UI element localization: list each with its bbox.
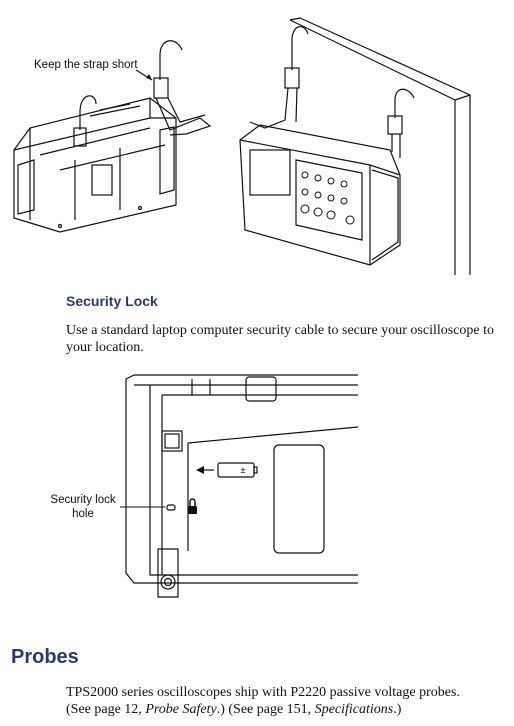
strap-callout: Keep the strap short	[34, 59, 138, 71]
lock-hole-callout: Security lock hole	[50, 494, 116, 520]
probe-safety-ref: Probe Safety	[145, 702, 217, 717]
oscilloscope-back-view	[13, 97, 177, 233]
probes-line2-pre: (See page 12,	[66, 702, 146, 717]
security-lock-heading: Security Lock	[66, 293, 158, 309]
strap-illustration	[13, 17, 471, 275]
security-lock-paragraph: Use a standard laptop computer security …	[66, 323, 495, 355]
padlock-icon	[188, 498, 197, 514]
specifications-ref: Specifications	[314, 702, 394, 717]
probes-line1: TPS2000 series oscilloscopes ship with P…	[66, 685, 460, 700]
probes-paragraph: TPS2000 series oscilloscopes ship with P…	[66, 684, 506, 718]
probes-line2-mid: .) (See page 151,	[216, 702, 315, 717]
probes-heading: Probes	[11, 646, 79, 668]
oscilloscope-front-view	[239, 17, 471, 275]
svg-text:±: ±	[241, 465, 246, 475]
probes-line2-post: .)	[393, 702, 402, 717]
security-lock-illustration: ±	[120, 374, 359, 598]
